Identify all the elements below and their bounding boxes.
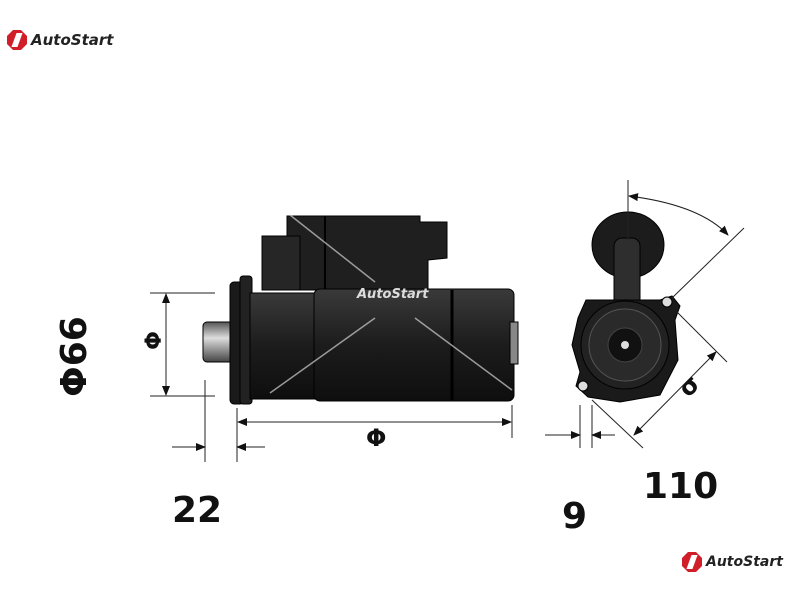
dimension-lines — [150, 180, 745, 462]
dim-diameter-pilot: Φ — [141, 331, 167, 350]
brand-logo-bottom: AutoStart — [682, 552, 783, 572]
dim-ear-thickness: 9 — [562, 496, 588, 537]
dim-flange-offset: 22 — [172, 490, 223, 531]
body-logo-text: AutoStart — [357, 287, 429, 302]
brand-mark-icon — [7, 30, 27, 50]
dim-diameter-main: Φ66 — [53, 316, 95, 397]
brand-logo-top: AutoStart — [7, 30, 113, 50]
brand-logo-text: AutoStart — [31, 31, 114, 49]
brand-logo-text: AutoStart — [706, 554, 783, 570]
dim-mount-distance: 110 — [643, 466, 719, 507]
front-view — [571, 211, 681, 403]
body-logo: AutoStart — [357, 287, 428, 302]
dim-body-length: Φ — [366, 424, 387, 452]
side-view — [202, 214, 519, 405]
brand-mark-icon — [682, 552, 702, 572]
